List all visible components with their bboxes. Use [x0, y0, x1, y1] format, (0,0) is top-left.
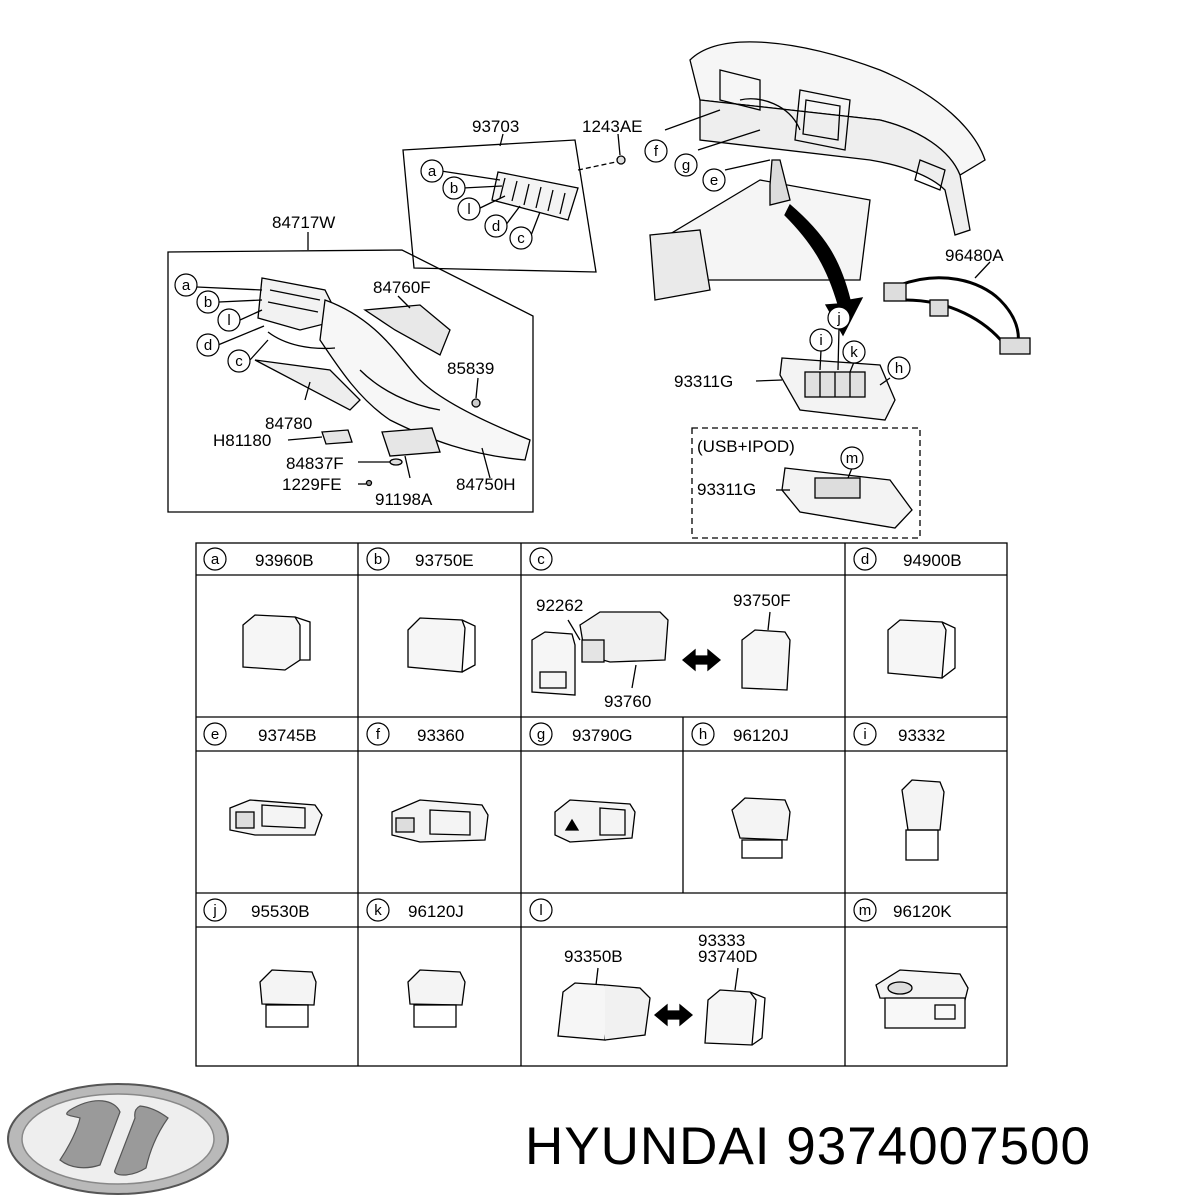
cell-e-letter: e — [211, 726, 219, 743]
callout-panel-k: k — [850, 344, 858, 361]
callout-top-a: a — [428, 163, 437, 180]
callout-usb-m: m — [846, 450, 859, 467]
cell-l-part-93333: 93333 — [698, 931, 745, 950]
part-l-drawing — [557, 967, 766, 1046]
callout-dash-e: e — [710, 172, 718, 189]
cell-d-part: 94900B — [903, 551, 962, 570]
switch-panel-93311G — [755, 327, 896, 421]
callout-panel-h: h — [895, 360, 903, 377]
cell-g-part: 93790G — [572, 726, 633, 745]
callout-panel-i: i — [819, 332, 822, 349]
part-b-drawing — [407, 617, 476, 673]
dashboard-illustration — [649, 41, 986, 301]
callout-top-b: b — [450, 180, 458, 197]
label-84780: 84780 — [265, 414, 312, 433]
label-84837F: 84837F — [286, 454, 344, 473]
callout-dash-g: g — [682, 157, 690, 174]
cell-j-letter: j — [212, 902, 216, 919]
callout-mid-c: c — [235, 353, 243, 370]
brand-caption: HYUNDAI 9374007500 — [525, 1117, 1092, 1176]
parts-grid-lines — [195, 542, 1008, 1067]
callout-mid-a: a — [182, 277, 191, 294]
part-g-drawing — [554, 799, 636, 843]
double-arrow-c — [681, 648, 722, 672]
cell-k-part: 96120J — [408, 902, 464, 921]
label-93703: 93703 — [472, 117, 519, 136]
part-c-drawing — [531, 611, 791, 696]
cell-c-part-93760: 93760 — [604, 692, 651, 711]
callout-dash-f: f — [654, 143, 659, 160]
cell-i-part: 93332 — [898, 726, 945, 745]
cell-h-letter: h — [699, 726, 707, 743]
label-84760F: 84760F — [373, 278, 431, 297]
cell-c-part-93750F: 93750F — [733, 591, 791, 610]
cell-m-letter: m — [859, 902, 872, 919]
label-usb-ipod: (USB+IPOD) — [697, 437, 795, 456]
cell-h-part: 96120J — [733, 726, 789, 745]
label-H81180: H81180 — [213, 431, 271, 450]
cell-i-letter: i — [863, 726, 866, 743]
cell-e-part: 93745B — [258, 726, 317, 745]
harness-96480A — [883, 261, 1031, 355]
cell-a-part: 93960B — [255, 551, 314, 570]
cell-l-part-93350B: 93350B — [564, 947, 623, 966]
label-1229FE: 1229FE — [282, 475, 342, 494]
cell-g-letter: g — [537, 726, 545, 743]
part-f-drawing — [391, 799, 489, 843]
hyundai-logo-icon — [7, 1083, 229, 1195]
part-d-drawing — [887, 619, 956, 679]
part-j-drawing — [259, 969, 317, 1028]
cell-k-letter: k — [374, 902, 382, 919]
label-96480A: 96480A — [945, 246, 1004, 265]
label-84750H: 84750H — [456, 475, 516, 494]
usb-panel — [776, 467, 913, 529]
label-1243AE: 1243AE — [582, 117, 643, 136]
part-m-drawing — [875, 969, 969, 1029]
label-91198A: 91198A — [375, 490, 433, 509]
callout-panel-j: j — [836, 310, 840, 327]
cell-m-part: 96120K — [893, 902, 952, 921]
label-85839: 85839 — [447, 359, 494, 378]
cell-f-part: 93360 — [417, 726, 464, 745]
callout-top-c: c — [517, 230, 525, 247]
callout-mid-b: b — [204, 294, 212, 311]
cell-b-letter: b — [374, 551, 382, 568]
box-93703 — [402, 139, 597, 273]
cell-c-part-92262: 92262 — [536, 596, 583, 615]
box-84717W — [167, 249, 534, 513]
cell-l-letter: l — [539, 902, 542, 919]
cell-b-part: 93750E — [415, 551, 474, 570]
bezel-84717W — [254, 277, 531, 461]
cell-c-letter: c — [537, 551, 545, 568]
switch-strip-93703 — [491, 171, 579, 221]
callout-mid-d: d — [204, 337, 212, 354]
cell-f-letter: f — [376, 726, 381, 743]
part-e-drawing — [229, 799, 323, 836]
cell-j-part: 95530B — [251, 902, 310, 921]
part-a-drawing — [242, 614, 311, 671]
callout-top-l: l — [467, 201, 470, 218]
callout-mid-l: l — [227, 312, 230, 329]
part-h-drawing — [731, 797, 791, 859]
cell-d-letter: d — [861, 551, 869, 568]
cell-a-letter: a — [211, 551, 220, 568]
label-93311G-usb: 93311G — [697, 480, 756, 499]
part-i-drawing — [901, 779, 945, 861]
label-93311G-panel: 93311G — [674, 372, 733, 391]
usb-ipod-box — [691, 427, 921, 539]
cell-l-part-93740D: 93740D — [698, 947, 758, 966]
callout-top-d: d — [492, 218, 500, 235]
label-84717W: 84717W — [272, 213, 335, 232]
double-arrow-l — [653, 1003, 694, 1027]
part-k-drawing — [407, 969, 466, 1028]
